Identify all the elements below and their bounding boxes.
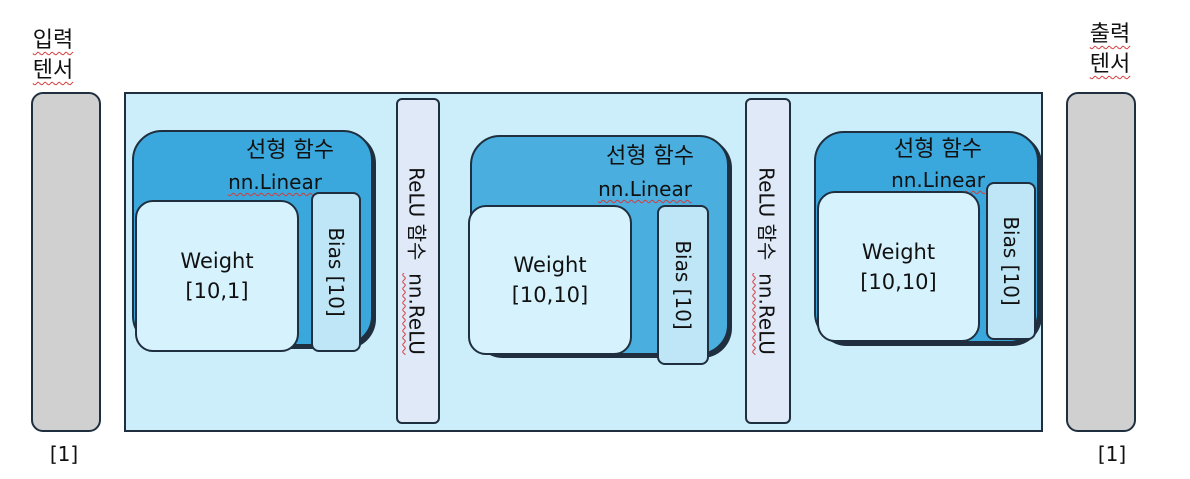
linear-layer-2-title: 선형 함수	[606, 144, 694, 169]
input-label-line1: 입력	[32, 28, 74, 53]
output-label-line2: 텐서	[1089, 52, 1131, 77]
weight-matrix-3: Weight [10,10]	[817, 191, 980, 342]
output-tensor-label: 출력 텐서	[1075, 20, 1145, 80]
relu-1-name: ReLU 함수	[404, 167, 429, 261]
input-label-line2: 텐서	[32, 58, 74, 83]
relu-1-text: ReLU 함수 nn.ReLU	[404, 167, 433, 355]
output-dim: [1]	[1097, 442, 1127, 466]
input-tensor	[31, 92, 101, 432]
linear-layer-2-subtitle: nn.Linear	[598, 177, 692, 201]
relu-2-module: nn.ReLU	[754, 273, 779, 355]
linear-layer-3-subtitle: nn.Linear	[891, 168, 985, 192]
weight-3-label: Weight	[861, 239, 936, 264]
weight-3-shape: [10,10]	[860, 269, 937, 294]
bias-vector-2: Bias [10]	[657, 205, 709, 365]
output-tensor	[1066, 92, 1136, 432]
relu-1-module: nn.ReLU	[404, 273, 429, 355]
linear-layer-1-title: 선형 함수	[246, 138, 334, 163]
input-tensor-label: 입력 텐서	[18, 26, 88, 86]
bias-vector-1: Bias [10]	[311, 192, 361, 352]
bias-1-label: Bias [10]	[324, 227, 348, 317]
weight-matrix-1: Weight [10,1]	[135, 200, 299, 352]
relu-2-name: ReLU 함수	[754, 167, 779, 261]
relu-2-text: ReLU 함수 nn.ReLU	[754, 167, 783, 355]
bias-vector-3: Bias [10]	[986, 182, 1036, 340]
bias-3-label: Bias [10]	[999, 216, 1023, 306]
input-dim: [1]	[49, 442, 79, 466]
weight-1-shape: [10,1]	[185, 279, 249, 303]
weight-1-label: Weight	[180, 249, 254, 273]
relu-activation-2: ReLU 함수 nn.ReLU	[745, 98, 791, 424]
relu-activation-1: ReLU 함수 nn.ReLU	[396, 98, 440, 424]
weight-matrix-2: Weight [10,10]	[468, 205, 632, 355]
weight-2-label: Weight	[513, 253, 587, 277]
weight-2-shape: [10,10]	[511, 283, 589, 307]
linear-layer-3-title: 선형 함수	[894, 137, 982, 162]
bias-2-label: Bias [10]	[671, 240, 695, 330]
linear-layer-1-subtitle: nn.Linear	[228, 170, 322, 194]
output-label-line1: 출력	[1089, 22, 1131, 47]
